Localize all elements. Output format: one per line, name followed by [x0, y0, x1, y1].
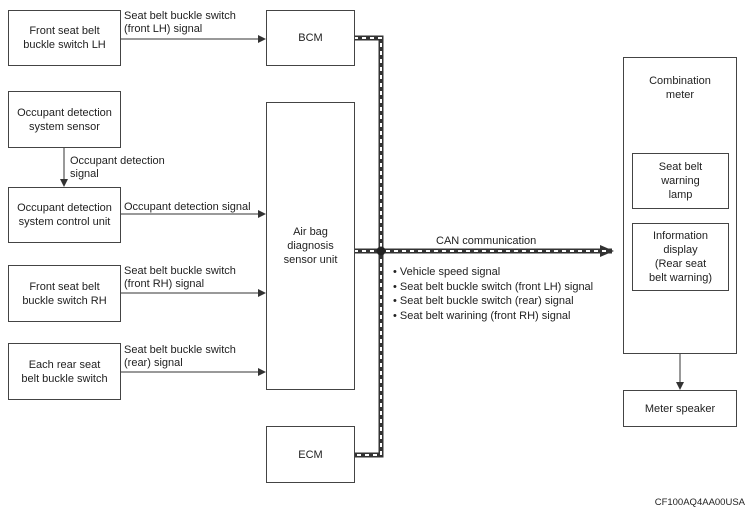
box-meter-speaker-text: Meter speaker — [644, 402, 716, 415]
box-airbag-diagnosis-sensor-unit: Air bag diagnosis sensor unit — [266, 102, 355, 390]
can-signal-item: Seat belt warining (front RH) signal — [393, 309, 593, 324]
can-signal-item: Seat belt buckle switch (front LH) signa… — [393, 280, 593, 295]
box-information-display: Information display (Rear seat belt warn… — [632, 223, 729, 291]
box-rear-seat-belt-switch: Each rear seat belt buckle switch — [8, 343, 121, 400]
box-ecm-text: ECM — [298, 448, 323, 461]
label-front-rh-signal: Seat belt buckle switch (front RH) signa… — [124, 265, 236, 290]
label-occupant-detection-signal-1: Occupant detection signal — [70, 155, 165, 180]
box-front-seat-belt-switch-lh: Front seat belt buckle switch LH — [8, 10, 121, 66]
box-ods-cu-text: Occupant detection system control unit — [17, 202, 112, 228]
box-meter-speaker: Meter speaker — [623, 390, 737, 427]
box-occupant-detection-sensor: Occupant detection system sensor — [8, 91, 121, 148]
box-occupant-detection-control-unit: Occupant detection system control unit — [8, 187, 121, 243]
can-signal-item: Seat belt buckle switch (rear) signal — [393, 294, 593, 309]
can-junction-dot — [376, 246, 386, 256]
box-front-rh-text: Front seat belt buckle switch RH — [22, 280, 107, 307]
box-info-display-text: Information display (Rear seat belt warn… — [649, 230, 712, 284]
label-can-communication: CAN communication — [436, 235, 537, 247]
box-combination-meter-text: Combination meter — [649, 75, 711, 101]
label-rear-signal: Seat belt buckle switch (rear) signal — [124, 344, 236, 369]
box-airbag-text: Air bag diagnosis sensor unit — [283, 226, 338, 266]
label-front-lh-signal: Seat belt buckle switch (front LH) signa… — [124, 10, 236, 35]
box-ods-sensor-text: Occupant detection system sensor — [17, 106, 112, 133]
box-front-seat-belt-switch-rh: Front seat belt buckle switch RH — [8, 265, 121, 322]
can-signal-list: Vehicle speed signal Seat belt buckle sw… — [393, 265, 593, 323]
box-bcm: BCM — [266, 10, 355, 66]
box-bcm-text: BCM — [298, 32, 323, 44]
figure-code: CF100AQ4AA00USA — [654, 497, 745, 508]
box-ecm: ECM — [266, 426, 355, 483]
box-rear-text: Each rear seat belt buckle switch — [21, 358, 108, 385]
can-bus — [354, 35, 614, 458]
can-signal-item: Vehicle speed signal — [393, 265, 593, 280]
box-warning-lamp-text: Seat belt warning lamp — [658, 161, 703, 201]
box-front-lh-text: Front seat belt buckle switch LH — [23, 25, 106, 51]
box-seat-belt-warning-lamp: Seat belt warning lamp — [632, 153, 729, 209]
label-occupant-detection-signal-2: Occupant detection signal — [124, 201, 251, 213]
